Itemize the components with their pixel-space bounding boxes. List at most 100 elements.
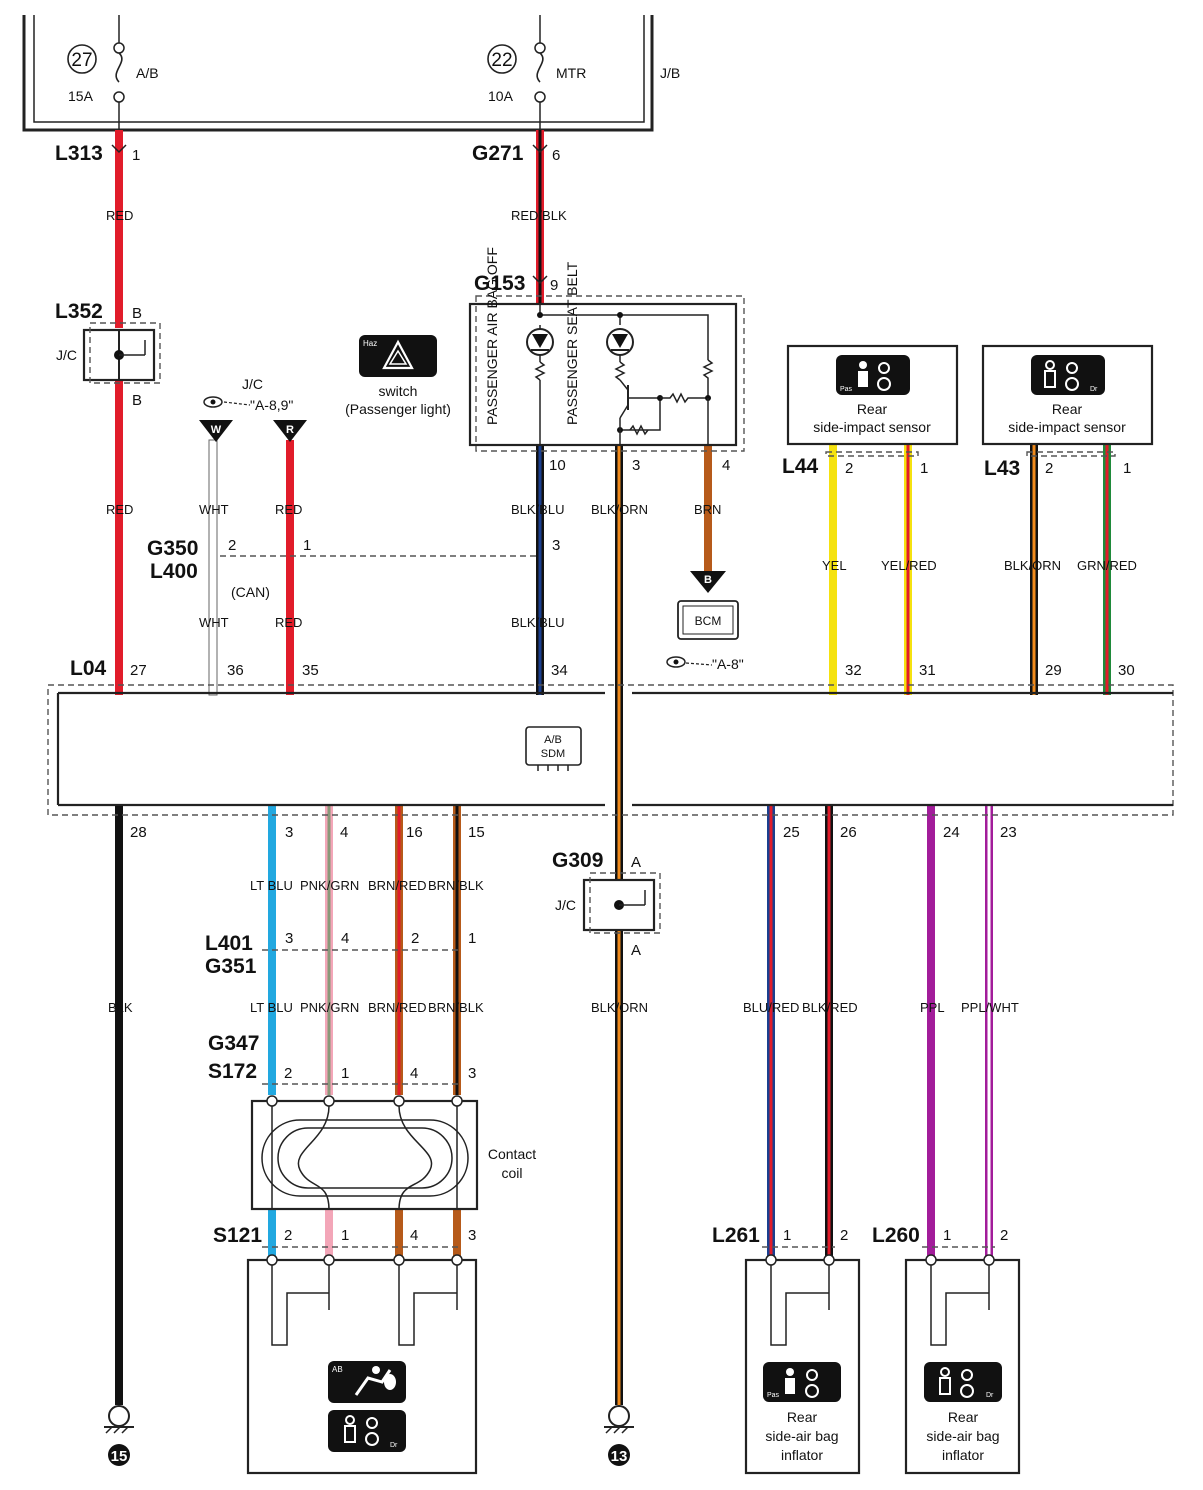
wire-red-left[interactable] (115, 130, 123, 695)
wire-yel-red[interactable] (904, 445, 912, 695)
wire-blk-orn-right[interactable] (1030, 445, 1038, 695)
pin-32: 32 (845, 662, 862, 679)
wire-brn-red[interactable] (395, 805, 403, 1260)
wire-label-red-blk: RED/BLK (511, 208, 567, 223)
junction-block: J/B (22, 15, 680, 132)
connector-L260: L260 (872, 1224, 920, 1247)
fuse-rating: 10A (488, 88, 514, 104)
pin-2: 2 (284, 1227, 292, 1244)
pin-1: 1 (783, 1227, 791, 1244)
wire-grn-red[interactable] (1103, 445, 1111, 695)
inflator-line2: side-air bag (765, 1428, 838, 1444)
pin-3: 3 (468, 1065, 476, 1082)
pin-1: 1 (920, 460, 928, 477)
pin-6: 6 (552, 147, 560, 164)
pin-1: 1 (1123, 460, 1131, 477)
wire-label-red: RED (275, 502, 302, 517)
wire-label-yel: YEL (822, 558, 847, 573)
wire-yel[interactable] (829, 445, 837, 695)
rear-sensor-dr: Dr Rear side-impact sensor (981, 344, 1154, 446)
fuse-27[interactable]: 27 A/B 15A (67, 15, 159, 130)
wire-label-blk-orn: BLK/ORN (1004, 558, 1061, 573)
connector-L261: L261 (712, 1224, 760, 1247)
pin-2: 2 (1045, 460, 1053, 477)
wire-label-lt-blu: LT BLU (250, 878, 293, 893)
jb-label: J/B (660, 65, 680, 81)
connector-G350: G350 (147, 537, 198, 560)
hazard-switch[interactable]: Haz switch (Passenger light) (345, 335, 451, 417)
jc-label: J/C (242, 376, 263, 392)
pas-sensor-icon (836, 355, 910, 395)
pin-4: 4 (410, 1065, 418, 1082)
wire-ppl[interactable] (927, 805, 935, 1260)
svg-text:R: R (286, 424, 294, 436)
svg-text:B: B (704, 574, 712, 586)
joint-connector-G309[interactable]: G309 A J/C A (552, 849, 661, 959)
pin-25: 25 (783, 824, 800, 841)
contact-coil-label: Contact (488, 1146, 536, 1162)
sensor-line2: side-impact sensor (813, 419, 931, 435)
sensor-line1: Rear (1052, 401, 1083, 417)
switch-name: switch (379, 383, 418, 399)
wire-label-brn-red: BRN/RED (368, 1000, 427, 1015)
fuse-name: A/B (136, 65, 159, 81)
pin-2: 2 (411, 930, 419, 947)
svg-text:Pas: Pas (840, 386, 853, 393)
inflator-line2: side-air bag (926, 1428, 999, 1444)
connector-S172: S172 (208, 1060, 257, 1083)
svg-text:Dr: Dr (1090, 386, 1098, 393)
joint-connector-L352[interactable]: L352 B J/C B (55, 300, 161, 409)
fuse-22[interactable]: 22 MTR 10A (487, 15, 586, 130)
wire-red-blk[interactable] (536, 130, 544, 305)
wire-label-blk-blu: BLK/BLU (511, 502, 564, 517)
fuse-name: MTR (556, 65, 586, 81)
svg-text:Dr: Dr (986, 1392, 994, 1399)
wire-label-red: RED (106, 502, 133, 517)
pin-36: 36 (227, 662, 244, 679)
pin-1: 1 (303, 537, 311, 554)
eye-icon (203, 396, 223, 408)
pin-3: 3 (285, 930, 293, 947)
pin-2: 2 (840, 1227, 848, 1244)
pin-28: 28 (130, 824, 147, 841)
seat-belt-label: PASSENGER SEAT BELT (564, 261, 580, 425)
fuse-number: 22 (491, 50, 512, 71)
driver-airbag-inflator: AB Dr (246, 1254, 478, 1475)
pin-35: 35 (302, 662, 319, 679)
wire-ppl-wht[interactable] (985, 805, 993, 1260)
pin-4: 4 (722, 457, 730, 474)
fuse-number-circle (67, 44, 97, 74)
pin-9: 9 (550, 277, 558, 294)
can-label: (CAN) (231, 584, 270, 600)
eye-icon (666, 656, 686, 668)
airbag-off-label: PASSENGER AIR BAG OFF (484, 247, 500, 425)
ground-13: 13 (604, 1405, 634, 1466)
wire-pnk-grn[interactable] (325, 805, 333, 1260)
wire-label-ppl: PPL (920, 1000, 945, 1015)
pin-24: 24 (943, 824, 960, 841)
connector-G309: G309 (552, 849, 603, 872)
fuse-number: 27 (71, 50, 92, 71)
svg-text:15: 15 (111, 1448, 128, 1465)
connector-G351: G351 (205, 955, 257, 978)
wire-blu-red[interactable] (767, 805, 775, 1260)
wire-wht[interactable] (208, 439, 218, 696)
wire-brn[interactable] (704, 445, 712, 571)
pin-A: A (631, 854, 641, 871)
r-badge: R (273, 420, 307, 442)
wire-label-wht: WHT (199, 502, 229, 517)
connector-L401: L401 (205, 932, 253, 955)
inflator-line3: inflator (781, 1447, 823, 1463)
bcm-unit[interactable]: B BCM "A-8" (666, 571, 744, 672)
wire-blk-blu[interactable] (536, 445, 544, 695)
pin-26: 26 (840, 824, 857, 841)
connector-L04: L04 (70, 657, 107, 680)
pin-B: B (132, 305, 142, 322)
switch-sub: (Passenger light) (345, 401, 451, 417)
connector-G347: G347 (208, 1032, 259, 1055)
inflator-line1: Rear (948, 1409, 979, 1425)
wire-blk[interactable] (115, 805, 123, 1405)
wire-red-can[interactable] (286, 440, 294, 695)
wire-blk-red[interactable] (825, 805, 833, 1260)
contact-coil-label: coil (501, 1165, 522, 1181)
